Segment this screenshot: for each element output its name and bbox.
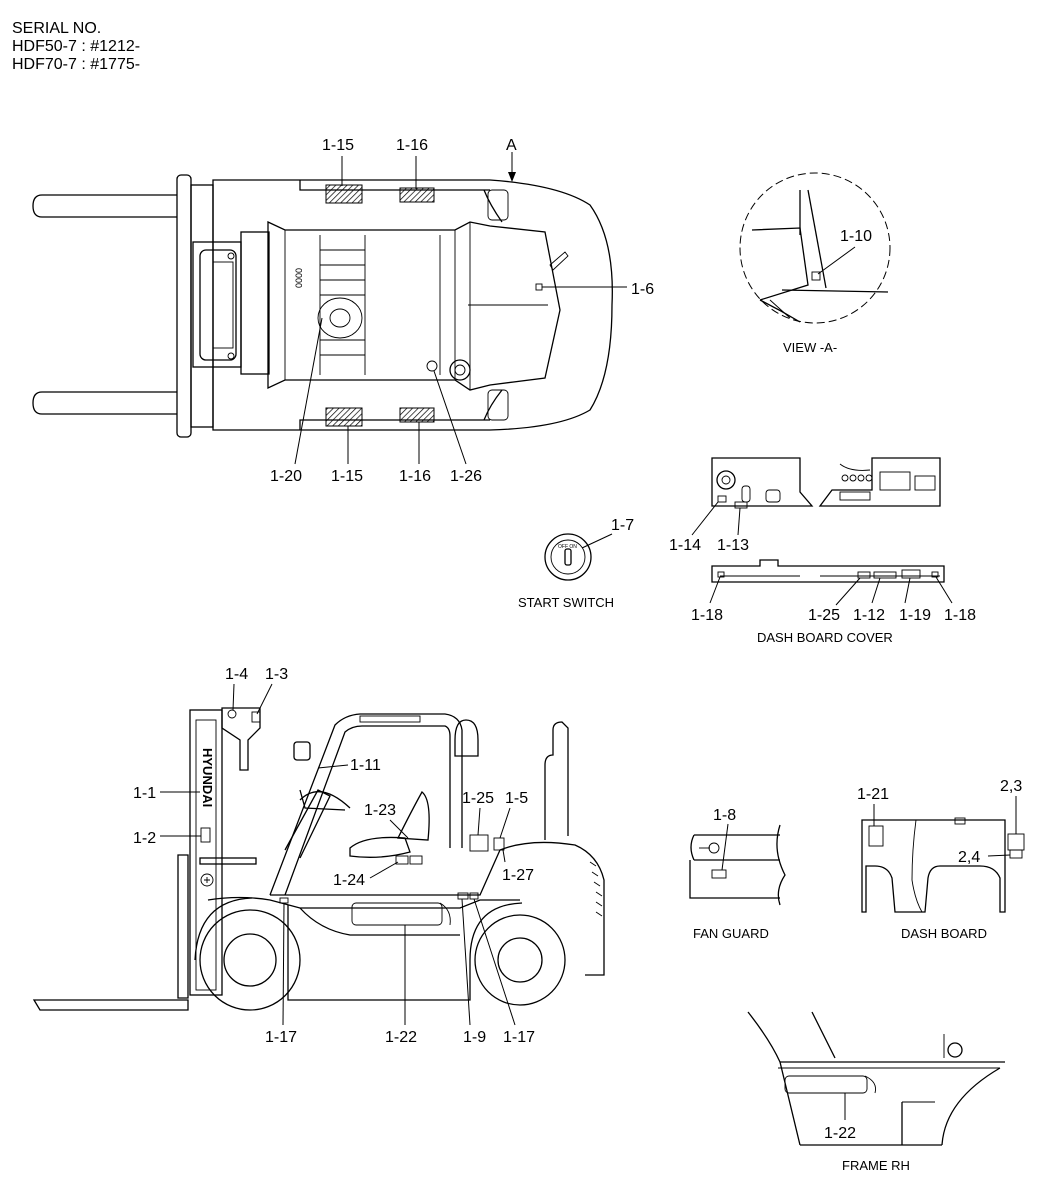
dash-board-decal-2-3 <box>1007 833 1025 851</box>
dashboard-detail: 1-14 1-13 <box>669 457 941 554</box>
cover-decal-1-12 <box>873 571 897 579</box>
callout-cover-1-18-left: 1-18 <box>691 607 723 624</box>
side-decal-1-24 <box>395 855 409 865</box>
callout-db-1-21: 1-21 <box>857 786 889 803</box>
dash-decal-1-13 <box>734 501 748 509</box>
top-view-callouts: A 1-15 1-16 1-6 1-20 1-15 1-16 1-26 <box>270 137 654 485</box>
callout-switch-1-7: 1-7 <box>611 517 634 534</box>
fan-guard-decal-1-8 <box>711 869 727 879</box>
callout-view-1-10: 1-10 <box>840 228 872 245</box>
callout-top-1-15: 1-15 <box>322 137 354 154</box>
callout-side-1-4: 1-4 <box>225 666 248 683</box>
dash-decal-1-14 <box>717 495 727 503</box>
start-switch-caption: START SWITCH <box>518 595 614 610</box>
callout-top-1-15-lower: 1-15 <box>331 468 363 485</box>
callout-frame-1-22: 1-22 <box>824 1125 856 1142</box>
serial-line-hdf70: HDF70-7 : #1775- <box>12 56 141 73</box>
side-decal-1-17-left <box>279 897 289 904</box>
callout-side-1-27: 1-27 <box>502 867 534 884</box>
top-decal-1-15-lower <box>325 407 363 427</box>
callout-side-1-17-right: 1-17 <box>503 1029 535 1046</box>
callout-side-1-17-left: 1-17 <box>265 1029 297 1046</box>
svg-text:0000: 0000 <box>294 268 304 288</box>
top-view-forklift: 0000 <box>32 152 613 438</box>
callout-top-1-6: 1-6 <box>631 281 654 298</box>
dash-board-decal-1-21 <box>868 825 884 847</box>
callout-top-1-20: 1-20 <box>270 468 302 485</box>
callout-cover-1-12: 1-12 <box>853 607 885 624</box>
callout-top-1-16: 1-16 <box>396 137 428 154</box>
top-decal-1-26 <box>426 360 438 372</box>
side-decal-1-2 <box>200 827 211 843</box>
callout-cover-1-18-right: 1-18 <box>944 607 976 624</box>
callout-fan-1-8: 1-8 <box>713 807 736 824</box>
view-a-decal-1-10 <box>811 271 821 281</box>
mast-brand-text: HYUNDAI <box>200 748 215 807</box>
side-decal-1-25 <box>469 834 489 852</box>
dash-board-cover-caption: DASH BOARD COVER <box>757 630 893 645</box>
callout-side-1-9: 1-9 <box>463 1029 486 1046</box>
svg-text:OFF ON: OFF ON <box>558 544 577 550</box>
fan-guard-caption: FAN GUARD <box>693 926 769 941</box>
callout-side-1-25: 1-25 <box>462 790 494 807</box>
callout-side-1-3: 1-3 <box>265 666 288 683</box>
callout-dash-1-13: 1-13 <box>717 537 749 554</box>
callout-top-1-16-lower: 1-16 <box>399 468 431 485</box>
callout-cover-1-19: 1-19 <box>899 607 931 624</box>
view-a-caption: VIEW -A- <box>783 340 837 355</box>
callout-side-1-1: 1-1 <box>133 785 156 802</box>
callout-db-2-3: 2,3 <box>1000 778 1022 795</box>
top-decal-1-6 <box>535 283 543 291</box>
cover-decal-1-18-right <box>931 571 939 578</box>
fan-guard-detail: 1-8 FAN GUARD <box>689 807 786 941</box>
callout-dash-1-14: 1-14 <box>669 537 701 554</box>
side-view-callouts: 1-4 1-3 1-1 1-2 1-11 1-23 1-25 1-5 1-24 … <box>133 666 535 1046</box>
dash-board-caption: DASH BOARD <box>901 926 987 941</box>
serial-line-hdf50: HDF50-7 : #1212- <box>12 38 141 55</box>
top-decal-1-16-upper <box>399 187 435 203</box>
top-decal-1-16-lower <box>399 407 435 423</box>
side-view-forklift: HYUNDAI <box>32 707 605 1011</box>
side-decal-1-4 <box>227 709 237 719</box>
serial-number-block: SERIAL NO. HDF50-7 : #1212- HDF70-7 : #1… <box>12 20 140 74</box>
start-switch-detail: OFF ON 1-7 START SWITCH <box>518 517 634 610</box>
callout-cover-1-25: 1-25 <box>808 607 840 624</box>
frame-decal-1-22 <box>784 1075 868 1094</box>
cover-decal-1-19 <box>901 569 921 579</box>
dash-board-cover-detail: 1-18 1-25 1-12 1-19 1-18 DASH BOARD COVE… <box>691 559 976 645</box>
side-decal-1-3 <box>251 711 261 723</box>
view-a-detail: 1-10 VIEW -A- <box>739 172 891 355</box>
side-decal-1-5 <box>493 837 505 851</box>
callout-side-1-24: 1-24 <box>333 872 365 889</box>
callout-side-1-2: 1-2 <box>133 830 156 847</box>
arrow-a-label: A <box>506 137 517 154</box>
cover-decal-1-18-left <box>717 571 725 578</box>
serial-heading: SERIAL NO. <box>12 20 102 37</box>
callout-side-1-22: 1-22 <box>385 1029 417 1046</box>
side-decal-1-9 <box>457 892 469 900</box>
callout-db-2-4: 2,4 <box>958 849 980 866</box>
frame-rh-caption: FRAME RH <box>842 1158 910 1173</box>
dash-board-detail: 1-21 2,3 2,4 DASH BOARD <box>857 778 1025 941</box>
callout-top-1-26: 1-26 <box>450 468 482 485</box>
callout-side-1-23: 1-23 <box>364 802 396 819</box>
callout-side-1-11: 1-11 <box>350 757 381 774</box>
top-decal-1-15-upper <box>325 184 363 204</box>
dash-board-decal-2-4 <box>1009 849 1023 859</box>
side-decal-1-17-right <box>469 892 479 900</box>
cover-decal-1-25 <box>857 571 871 579</box>
frame-rh-detail: 1-22 FRAME RH <box>747 1011 1005 1173</box>
callout-side-1-5: 1-5 <box>505 790 528 807</box>
